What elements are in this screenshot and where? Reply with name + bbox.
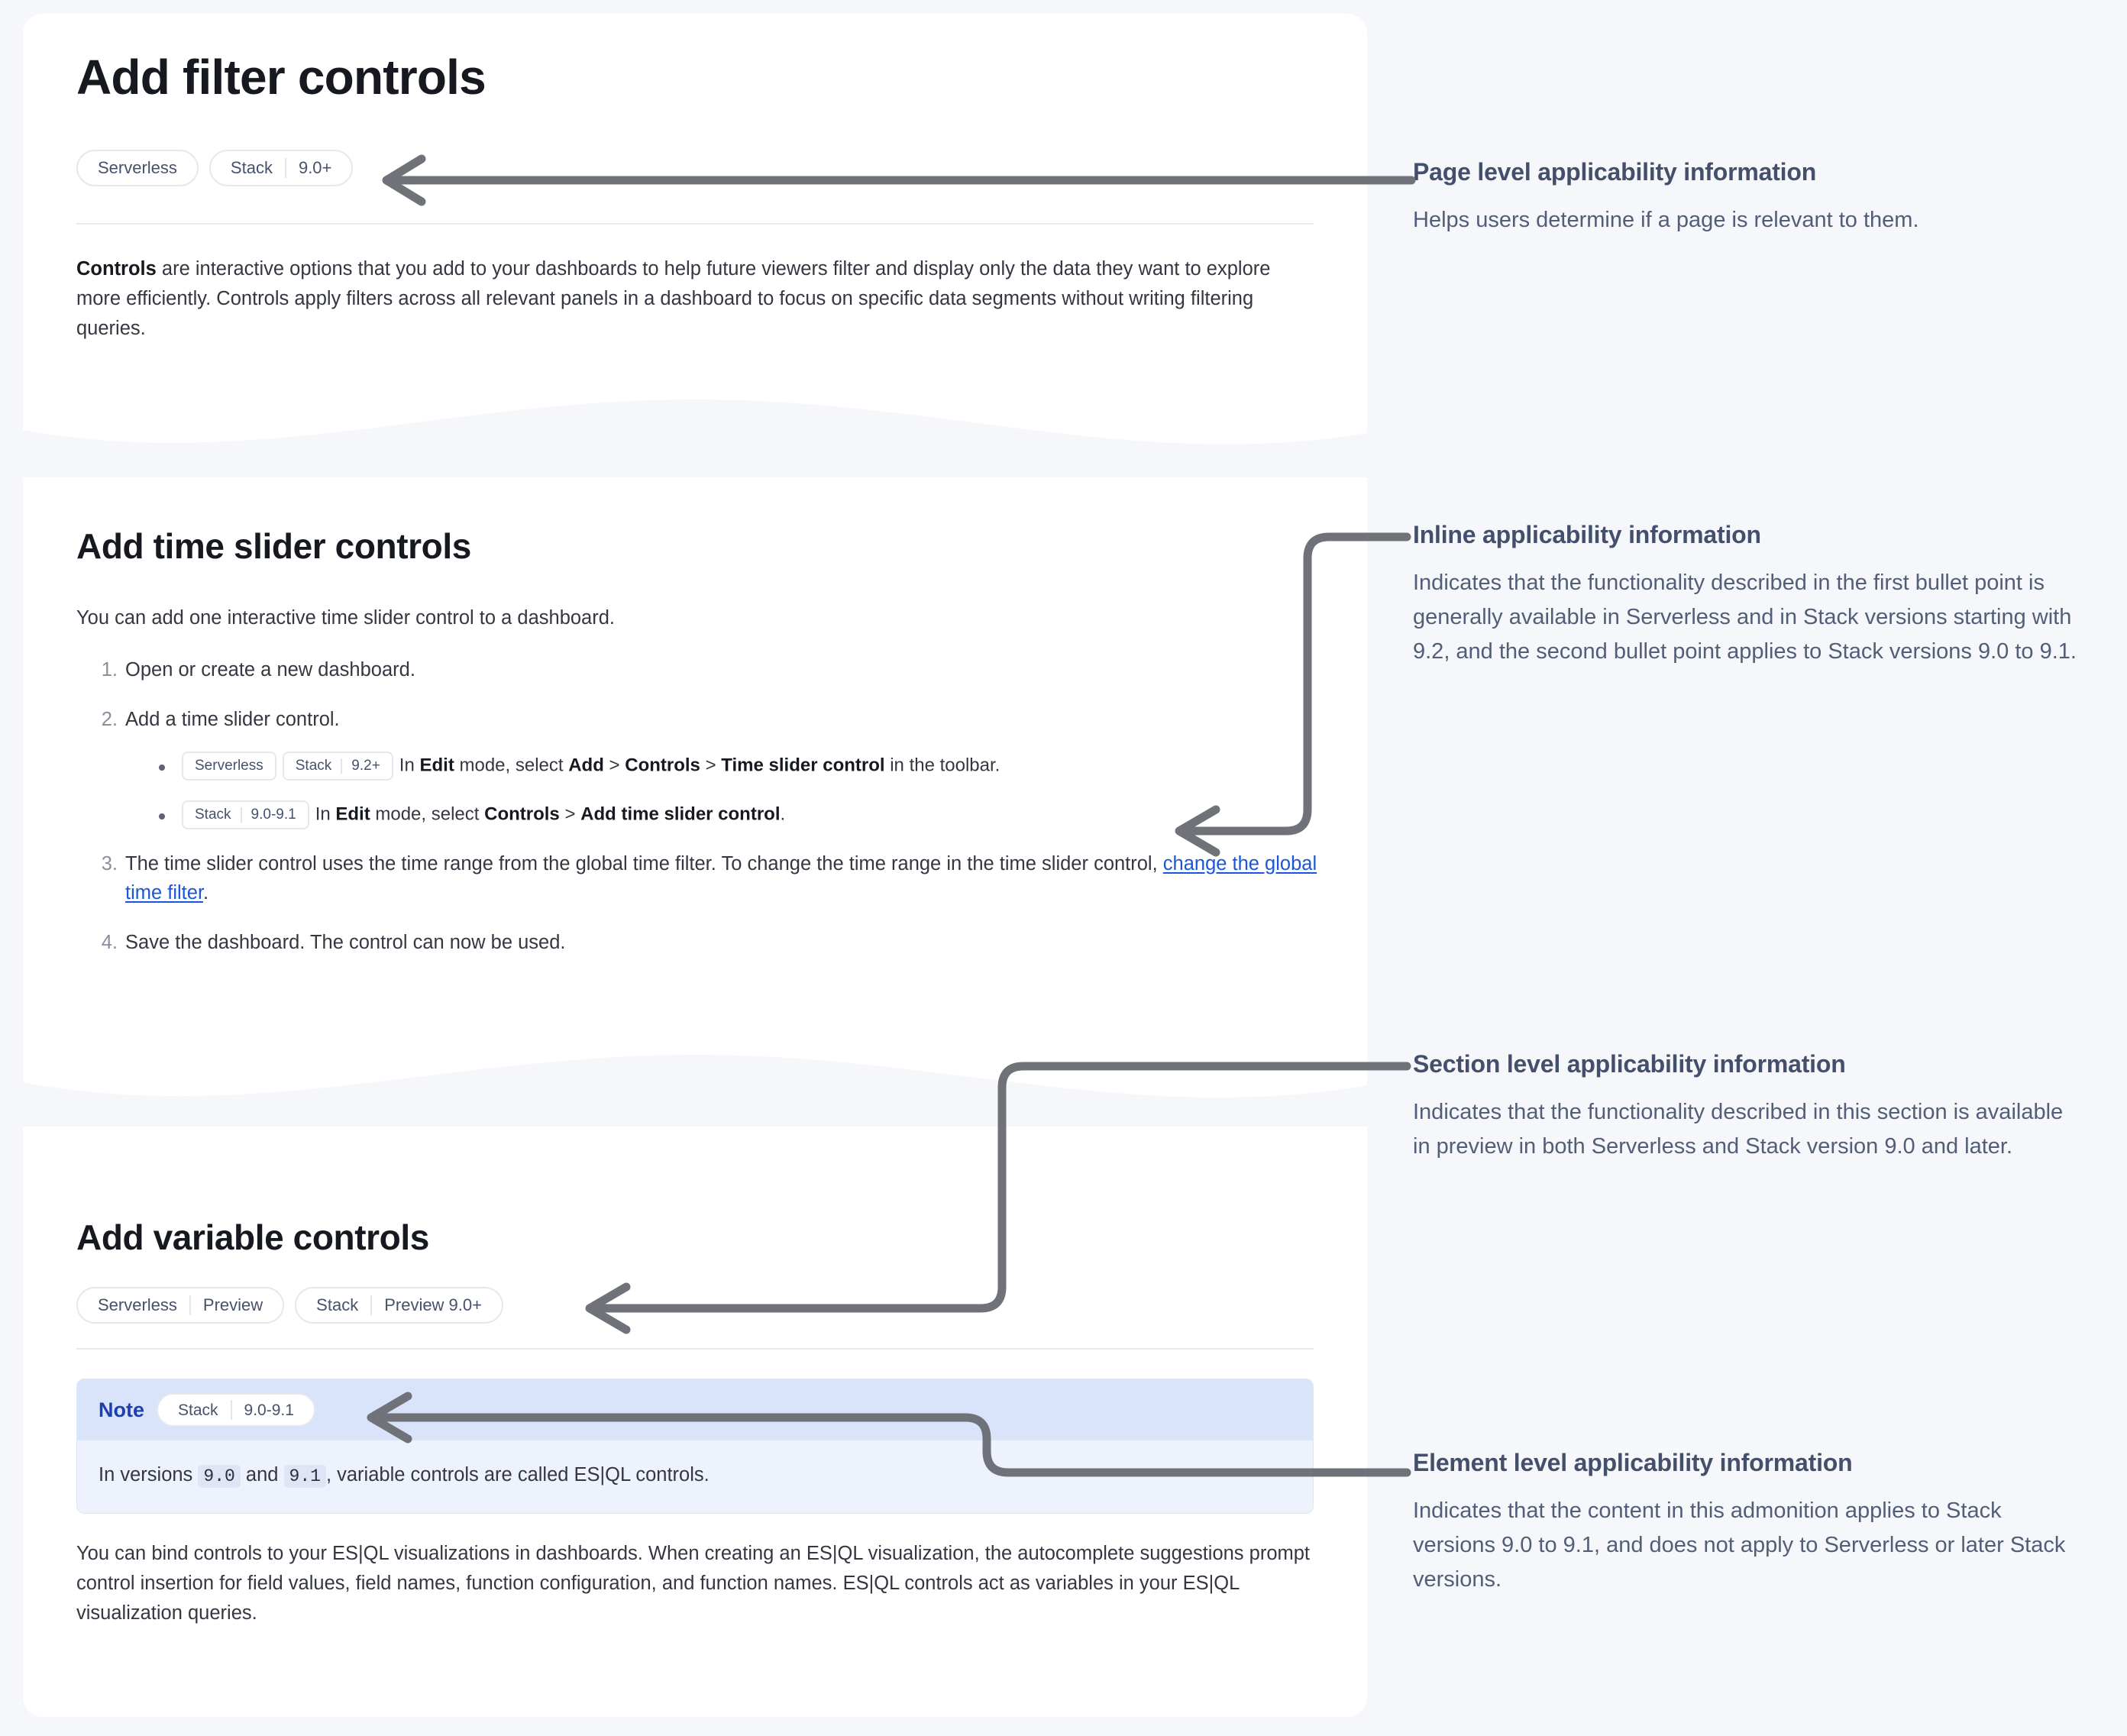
- note-text-prefix: In versions: [99, 1464, 199, 1485]
- text-run: >: [700, 754, 722, 775]
- step-text-prefix: The time slider control uses the time ra…: [125, 852, 1163, 874]
- document-column: Add filter controls Serverless Stack 9.0…: [23, 0, 1367, 1736]
- step-text: Open or create a new dashboard.: [125, 659, 415, 680]
- section-heading-variable: Add variable controls: [76, 1217, 429, 1257]
- step-number: 4.: [101, 932, 118, 953]
- step-text: Save the dashboard. The control can now …: [125, 932, 566, 953]
- pill-segment-version: 9.0+: [298, 158, 332, 177]
- badge-divider: [341, 758, 343, 774]
- text-run: In: [399, 754, 420, 775]
- list-item: 1. Open or create a new dashboard.: [90, 655, 1320, 685]
- note-label: Note: [99, 1398, 144, 1421]
- list-item: Serverless Stack 9.2+ In Edit mode, sele…: [153, 751, 1320, 781]
- step-text-suffix: .: [203, 882, 209, 904]
- pill-segment-lifecycle-version: Preview 9.0+: [384, 1295, 482, 1314]
- pill-segment-label: Stack: [316, 1295, 359, 1314]
- intro-rest-text: are interactive options that you add to …: [76, 258, 1271, 339]
- list-item: 2. Add a time slider control. Serverless…: [90, 705, 1320, 829]
- annotation-description: Indicates that the content in this admon…: [1413, 1498, 2066, 1592]
- text-run: mode, select: [454, 754, 569, 775]
- annotation-description: Indicates that the functionality describ…: [1413, 570, 2077, 664]
- annotation-title: Section level applicability information: [1413, 1050, 1846, 1078]
- annotation-page-level: Page level applicability information Hel…: [1413, 158, 2085, 238]
- title-divider-rule: [76, 223, 1314, 225]
- text-run: >: [603, 754, 625, 775]
- doc-panel-intro: [23, 14, 1367, 426]
- page-applicability-badges: Serverless Stack 9.0+: [76, 150, 354, 186]
- page-title: Add filter controls: [76, 50, 486, 105]
- text-run: in the toolbar.: [884, 754, 1000, 775]
- text-run: In: [315, 803, 336, 824]
- section-divider-rule: [76, 1348, 1314, 1350]
- variable-section-paragraph: You can bind controls to your ES|QL visu…: [76, 1543, 1311, 1624]
- badge-divider: [230, 1400, 232, 1420]
- doc-panel-time-slider: [23, 426, 1367, 1075]
- annotation-description: Helps users determine if a page is relev…: [1413, 207, 1919, 232]
- section-applicability-badges: Serverless Preview Stack Preview 9.0+: [76, 1287, 503, 1324]
- annotation-element-level: Element level applicability information …: [1413, 1449, 2085, 1597]
- badge-segment-label: Serverless: [195, 758, 263, 774]
- inline-badge-serverless[interactable]: Serverless: [182, 751, 276, 781]
- text-run: >: [559, 803, 581, 824]
- pill-segment-label: Serverless: [98, 158, 177, 177]
- badge-segment-label: Stack: [178, 1401, 218, 1419]
- step-text: Add a time slider control.: [125, 708, 340, 730]
- text-run-bold: Edit: [419, 754, 454, 775]
- text-run-bold: Controls: [625, 754, 700, 775]
- applicability-pill-stack[interactable]: Stack 9.0+: [208, 150, 354, 186]
- note-admonition-body: In versions 9.0 and 9.1, variable contro…: [77, 1440, 1313, 1513]
- annotation-inline-level: Inline applicability information Indicat…: [1413, 521, 2085, 669]
- text-run-bold: Time slider control: [721, 754, 885, 775]
- annotation-title: Inline applicability information: [1413, 521, 1761, 548]
- badge-segment-version: 9.0-9.1: [251, 807, 296, 823]
- list-item: Stack 9.0-9.1 In Edit mode, select Contr…: [153, 800, 1320, 829]
- text-run-bold: Add time slider control: [580, 803, 781, 824]
- note-text-suffix: , variable controls are called ES|QL con…: [325, 1464, 710, 1485]
- annotation-title: Page level applicability information: [1413, 158, 1817, 186]
- text-run: mode, select: [370, 803, 485, 824]
- intro-paragraph: Controls are interactive options that yo…: [76, 254, 1314, 343]
- intro-lead-term: Controls: [76, 258, 157, 280]
- text-run: .: [780, 803, 786, 824]
- badge-segment-label: Stack: [195, 807, 231, 823]
- badge-segment-version: 9.0-9.1: [244, 1401, 294, 1419]
- applicability-pill-stack-preview[interactable]: Stack Preview 9.0+: [295, 1287, 503, 1324]
- step-number: 3.: [101, 852, 118, 874]
- list-item: 4. Save the dashboard. The control can n…: [90, 928, 1320, 958]
- inline-badge-stack[interactable]: Stack 9.0-9.1: [182, 800, 309, 829]
- list-item: 3. The time slider control uses the time…: [90, 849, 1320, 909]
- bullet-text: In Edit mode, select Controls > Add time…: [315, 803, 786, 824]
- bullet-text: In Edit mode, select Add > Controls > Ti…: [399, 755, 1000, 775]
- pill-segment-label: Stack: [230, 158, 273, 177]
- pill-divider: [189, 1295, 191, 1315]
- inline-badge-stack[interactable]: Stack 9.2+: [282, 751, 393, 781]
- note-admonition-header: Note Stack 9.0-9.1: [77, 1379, 1313, 1440]
- note-admonition: Note Stack 9.0-9.1 In versions 9.0 and 9…: [76, 1379, 1314, 1514]
- applicability-pill-serverless-preview[interactable]: Serverless Preview: [76, 1287, 285, 1324]
- inline-code-version-90: 9.0: [198, 1465, 241, 1488]
- note-text-mid: and: [240, 1464, 284, 1485]
- text-run-bold: Edit: [335, 803, 370, 824]
- text-run-bold: Controls: [484, 803, 560, 824]
- badge-divider: [240, 807, 242, 823]
- step-number: 1.: [101, 659, 118, 680]
- time-slider-steps: 1. Open or create a new dashboard. 2. Ad…: [90, 655, 1320, 978]
- time-slider-intro: You can add one interactive time slider …: [76, 607, 615, 629]
- pill-segment-label: Serverless: [98, 1295, 177, 1314]
- annotation-title: Element level applicability information: [1413, 1449, 1853, 1476]
- pill-divider: [284, 158, 286, 178]
- badge-segment-version: 9.2+: [351, 758, 380, 774]
- step-number: 2.: [101, 708, 118, 730]
- note-applicability-badge-stack[interactable]: Stack 9.0-9.1: [157, 1393, 315, 1427]
- pill-segment-lifecycle: Preview: [202, 1295, 263, 1314]
- section-heading-time-slider: Add time slider controls: [76, 526, 471, 566]
- text-run-bold: Add: [568, 754, 604, 775]
- annotation-section-level: Section level applicability information …: [1413, 1050, 2085, 1164]
- annotation-description: Indicates that the functionality describ…: [1413, 1099, 2064, 1159]
- time-slider-sub-bullets: Serverless Stack 9.2+ In Edit mode, sele…: [153, 751, 1320, 829]
- applicability-pill-serverless[interactable]: Serverless: [76, 150, 199, 186]
- inline-code-version-91: 9.1: [283, 1465, 326, 1488]
- badge-segment-label: Stack: [295, 758, 332, 774]
- pill-divider: [370, 1295, 373, 1315]
